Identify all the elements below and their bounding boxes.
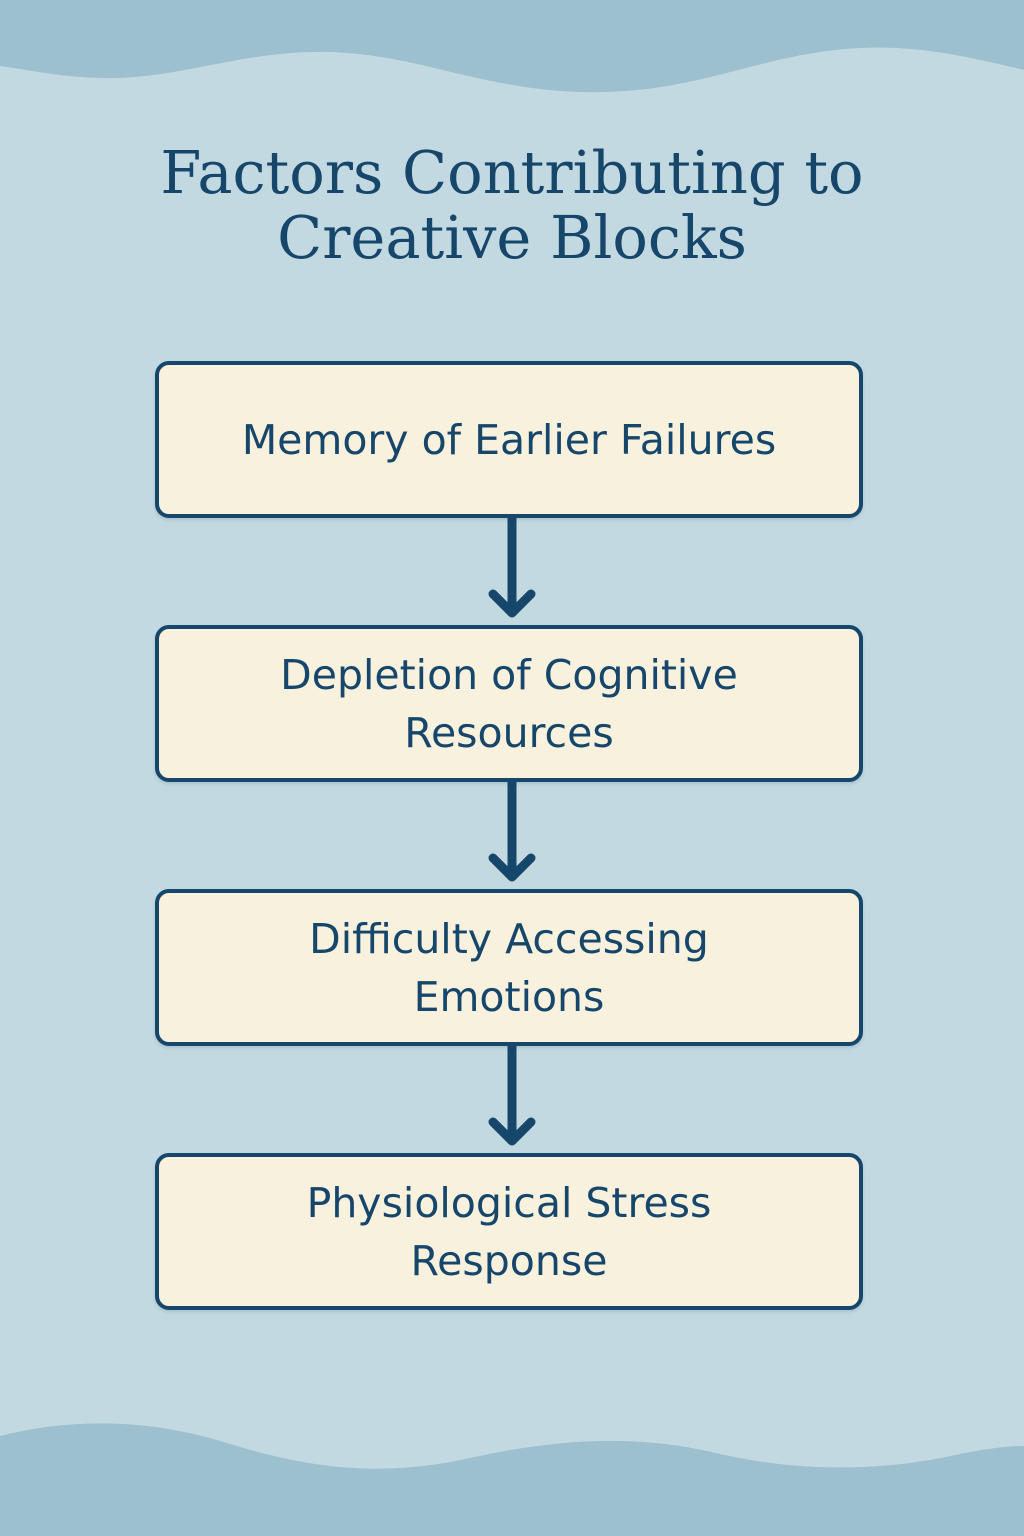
flow-step-2: Depletion of Cognitive Resources	[155, 625, 863, 782]
flow-step-4-label: Physiological Stress Response	[306, 1178, 712, 1285]
flow-step-2-label: Depletion of Cognitive Resources	[280, 650, 738, 757]
flow-step-1: Memory of Earlier Failures	[155, 361, 863, 518]
flow-step-1-label: Memory of Earlier Failures	[241, 415, 777, 464]
flow-step-3: Difficulty Accessing Emotions	[155, 889, 863, 1046]
arrow-step-1-to-2	[488, 518, 536, 618]
arrow-step-3-to-4	[488, 1046, 536, 1146]
arrow-step-2-to-3	[488, 782, 536, 882]
flow-step-4: Physiological Stress Response	[155, 1153, 863, 1310]
bottom-wave-decoration	[0, 1423, 1024, 1536]
top-wave-decoration	[0, 0, 1024, 93]
diagram-title: Factors Contributing to Creative Blocks	[160, 138, 864, 272]
flow-step-3-label: Difficulty Accessing Emotions	[309, 914, 709, 1021]
